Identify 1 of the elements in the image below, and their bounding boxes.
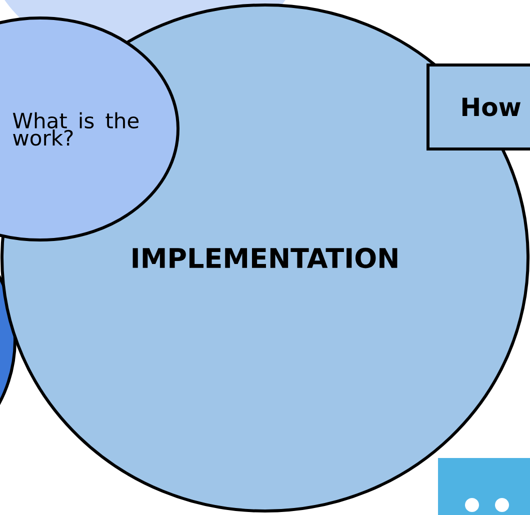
label-box: How: [426, 64, 530, 150]
